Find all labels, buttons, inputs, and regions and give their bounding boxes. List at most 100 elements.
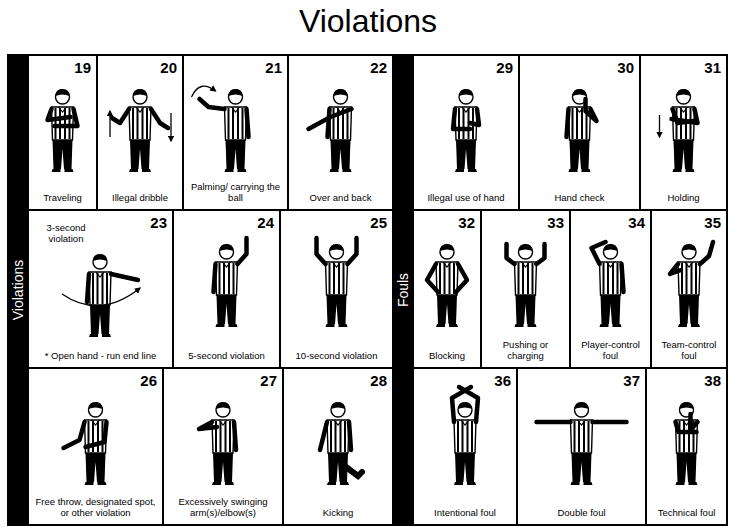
motion-arrow: [192, 86, 216, 97]
referee-body: [673, 89, 695, 172]
arm: [622, 264, 624, 292]
signal-cell: 22Over and back: [288, 55, 393, 210]
referee-body: [85, 402, 107, 485]
arm: [672, 109, 698, 123]
arm: [48, 109, 71, 120]
callout-number: 36: [494, 372, 511, 389]
panel-frame: [8, 55, 393, 525]
section-band: Fouls: [393, 55, 413, 525]
arm: [87, 274, 89, 302]
signal-caption: Kicking: [288, 508, 388, 519]
referee-figure: [592, 242, 624, 327]
signal-caption: Excessively swinging arm(s)/elbow(s): [168, 497, 278, 519]
arm: [151, 109, 168, 128]
arm: [348, 238, 357, 264]
callout-number: 29: [496, 59, 513, 76]
referee-figure: [452, 387, 478, 485]
referee-body: [571, 402, 593, 485]
referee-figure: [507, 244, 545, 327]
motion-arrow: [170, 113, 171, 141]
referee-body: [676, 402, 698, 485]
referee-figure: [64, 402, 107, 485]
callout-number: 22: [370, 59, 387, 76]
signal-cell: 35Team-control foul: [651, 210, 727, 368]
referee-body: [330, 89, 352, 172]
referee-body: [225, 89, 247, 172]
signal-cell: 34Player-control foul: [570, 210, 651, 368]
signal-cell: 20Illegal dribble: [97, 55, 183, 210]
referee-body: [454, 402, 476, 485]
motion-arrow: [659, 115, 660, 137]
callout-number: 33: [547, 214, 564, 231]
signal-cell: 24 5-second violation: [173, 210, 280, 368]
signal-caption: Blocking: [418, 351, 476, 362]
arm: [328, 109, 330, 137]
callout-number: 34: [628, 214, 645, 231]
referee-figure: [48, 89, 78, 172]
arm: [537, 244, 545, 264]
arm: [86, 422, 107, 447]
referee-figure: [453, 89, 479, 172]
referee-figure: [427, 244, 467, 327]
callout-number: 26: [140, 372, 157, 389]
signal-caption: Team-control foul: [656, 340, 722, 362]
referee-figure: [317, 238, 357, 327]
arm: [214, 264, 216, 292]
section-label: Violations: [10, 260, 26, 320]
callout-number: 31: [704, 59, 721, 76]
callout-number: 24: [257, 214, 274, 231]
signal-cell: 30Hand check: [519, 55, 640, 210]
referee-figure: [192, 86, 249, 172]
signal-caption: Holding: [645, 193, 722, 204]
arm: [593, 420, 627, 425]
signal-cell: 28Kicking: [283, 368, 393, 525]
arm: [200, 99, 225, 109]
arm: [453, 109, 470, 129]
signal-cell: 19Traveling: [28, 55, 97, 210]
signal-caption: Illegal dribble: [102, 193, 178, 204]
signal-caption: Technical foul: [651, 508, 722, 519]
referee-figure: [110, 89, 171, 172]
referee-body: [52, 89, 74, 172]
referee-figure: [62, 254, 140, 337]
arm: [427, 264, 438, 292]
arm: [349, 422, 351, 450]
referee-body: [89, 254, 111, 337]
arm: [317, 238, 326, 264]
referee-body: [326, 244, 348, 327]
referee-figure: [320, 402, 362, 485]
callout-number: 38: [704, 372, 721, 389]
arm: [111, 274, 138, 280]
signal-caption: 10-second violation: [285, 351, 388, 362]
arm: [247, 109, 249, 137]
callout-number: 37: [623, 372, 640, 389]
signal-cell: 29Illegal use of hand: [413, 55, 519, 210]
arm: [567, 109, 569, 137]
arm: [691, 414, 698, 430]
signal-cell: 38Technical foul: [646, 368, 727, 525]
arm: [586, 99, 597, 121]
callout-number: 23: [150, 214, 167, 231]
signal-caption: Pushing or charging: [486, 340, 565, 362]
section-label: Fouls: [395, 273, 411, 307]
signal-caption: Intentional foul: [418, 508, 512, 519]
referee-figure: [670, 242, 713, 327]
signal-cell: 37Double foul: [517, 368, 646, 525]
signal-caption: 5-second violation: [178, 351, 275, 362]
signal-caption: Hand check: [524, 193, 635, 204]
arm: [456, 264, 467, 292]
arm: [320, 422, 327, 450]
arm: [537, 420, 571, 425]
signal-cell: 21Palming/ carrying the ball: [183, 55, 288, 210]
signal-caption: Traveling: [33, 193, 92, 204]
signal-cell: 27Excessively swinging arm(s)/elbow(s): [163, 368, 283, 525]
referee-figure: [660, 89, 698, 172]
callout-number: 28: [370, 372, 387, 389]
referee-figure: [199, 402, 236, 485]
referee-body: [678, 244, 700, 327]
arm: [670, 264, 681, 274]
referee-body: [327, 402, 349, 485]
referee-body: [212, 402, 234, 485]
